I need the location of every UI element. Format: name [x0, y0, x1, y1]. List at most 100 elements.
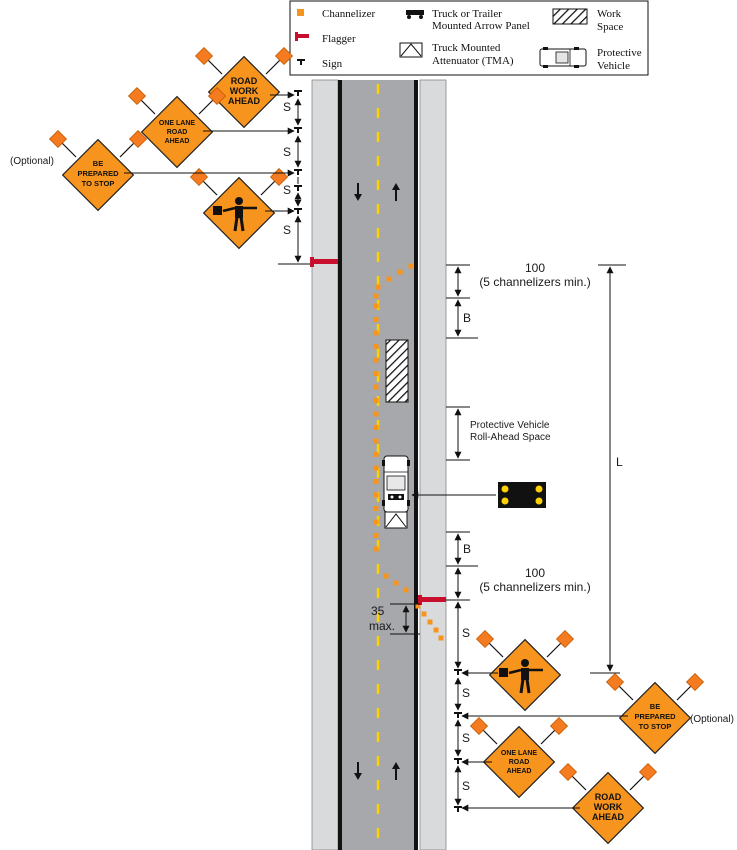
roll-ahead-line2: Roll-Ahead Space	[470, 432, 551, 443]
sign-icon	[453, 712, 463, 719]
upper-spacing-dimensions: S S S S	[278, 98, 310, 265]
sign-text: PREPARED	[634, 712, 676, 721]
sign-icon	[293, 208, 303, 215]
channelizer	[375, 284, 381, 290]
sign-text: PREPARED	[77, 169, 119, 178]
channelizer	[373, 398, 379, 403]
sign-text: BE	[93, 159, 103, 168]
work-space	[385, 339, 409, 403]
dim-s: S	[283, 145, 291, 159]
sign-text: TO STOP	[639, 722, 672, 731]
channelizer	[373, 438, 379, 444]
sign-flagger-symbol-top	[189, 167, 289, 250]
channelizer	[373, 452, 379, 457]
work-space-icon	[552, 8, 588, 25]
channelizer	[373, 344, 379, 349]
dim-s: S	[462, 779, 470, 793]
channelizer	[383, 573, 389, 579]
sign-road-work-ahead-bottom: ROAD WORK AHEAD	[558, 762, 658, 845]
channelizer	[373, 533, 379, 538]
sign-icon	[453, 758, 463, 765]
sign-text: AHEAD	[228, 96, 261, 106]
channelizer	[397, 269, 403, 275]
sign-text: ROAD	[509, 759, 530, 766]
sign-text: ONE LANE	[159, 120, 196, 127]
sign-icon	[293, 127, 303, 134]
flagger-person-icon	[499, 659, 543, 694]
dim-s: S	[283, 100, 291, 114]
dim-l: L	[616, 455, 623, 469]
legend-protective-vehicle-line2: Vehicle	[597, 60, 630, 72]
channelizer	[373, 411, 379, 417]
legend-arrow-panel-line2: Mounted Arrow Panel	[432, 20, 530, 32]
dim-s: S	[283, 223, 291, 237]
legend-protective-vehicle-line1: Protective	[597, 47, 642, 59]
sign-one-lane-road-ahead-bottom: ONE LANE ROAD AHEAD	[469, 716, 569, 799]
right-dimensions: 100 (5 channelizers min.) B Protective V…	[369, 261, 626, 674]
sign-one-lane-road-ahead-top: ONE LANE ROAD AHEAD	[127, 86, 227, 169]
left-edge-line	[338, 80, 342, 850]
channelizer	[373, 546, 379, 552]
channelizer	[373, 384, 379, 390]
flagger-top	[310, 257, 338, 267]
channelizer	[403, 587, 409, 593]
tma	[384, 511, 408, 529]
sign-icon	[293, 169, 303, 176]
channelizer	[393, 580, 399, 586]
channelizer	[373, 293, 379, 299]
sign-road-work-ahead-top: ROAD WORK AHEAD	[194, 46, 294, 129]
channelizer	[415, 603, 421, 609]
sign-icon	[453, 806, 463, 813]
dim-b-top: B	[463, 311, 471, 325]
sign-text: WORK	[230, 86, 259, 96]
dim-s: S	[283, 183, 291, 197]
left-shoulder	[311, 79, 339, 850]
channelizer	[373, 479, 379, 484]
dim-b-bottom: B	[463, 542, 471, 556]
optional-label-bottom: (Optional)	[690, 714, 734, 725]
legend-flagger: Flagger	[322, 33, 356, 45]
sign-text: AHEAD	[592, 812, 625, 822]
dim-s: S	[462, 731, 470, 745]
right-edge-line	[414, 80, 418, 850]
legend: Channelizer Flagger Sign Truck or Traile…	[289, 0, 649, 76]
channelizer	[373, 317, 379, 322]
legend-tma-line2: Attenuator (TMA)	[432, 55, 514, 67]
dim-s: S	[462, 626, 470, 640]
optional-label-top: (Optional)	[10, 156, 54, 167]
dim-100-bottom: 100	[525, 566, 545, 580]
channelizer	[408, 263, 414, 269]
channelizer	[373, 425, 379, 430]
roll-ahead-line1: Protective Vehicle	[470, 420, 550, 431]
sign-icon	[453, 669, 463, 676]
sign-text: AHEAD	[507, 768, 532, 775]
lower-sign-leaders	[461, 669, 628, 812]
channelizer-icon	[297, 9, 304, 16]
sign-text: AHEAD	[165, 138, 190, 145]
channelizer	[373, 492, 379, 498]
channelizer	[373, 303, 379, 309]
dim-s: S	[462, 686, 470, 700]
channelizer	[373, 371, 379, 376]
legend-channelizer: Channelizer	[322, 8, 375, 20]
sign-text: BE	[650, 702, 660, 711]
right-shoulder	[419, 79, 447, 850]
sign-icon	[293, 185, 303, 192]
sign-icon	[293, 90, 303, 97]
sign-be-prepared-to-stop-bottom: BE PREPARED TO STOP	[605, 672, 705, 755]
channelizer	[373, 357, 379, 363]
dim-100-top: 100	[525, 261, 545, 275]
dim-35-note: max.	[369, 619, 395, 633]
channelizer	[386, 276, 392, 282]
upper-sign-leaders	[124, 91, 295, 215]
arrow-down-icon	[354, 762, 362, 780]
sign-text: ONE LANE	[501, 750, 538, 757]
arrow-down-icon	[354, 183, 362, 201]
legend-tma-line1: Truck Mounted	[432, 42, 501, 54]
sign-flagger-symbol-bottom	[475, 629, 575, 712]
sign-text: ROAD	[167, 129, 188, 136]
roadway	[311, 79, 447, 850]
sign-be-prepared-to-stop-top: BE PREPARED TO STOP	[48, 129, 148, 212]
flagger-icon	[295, 32, 309, 41]
